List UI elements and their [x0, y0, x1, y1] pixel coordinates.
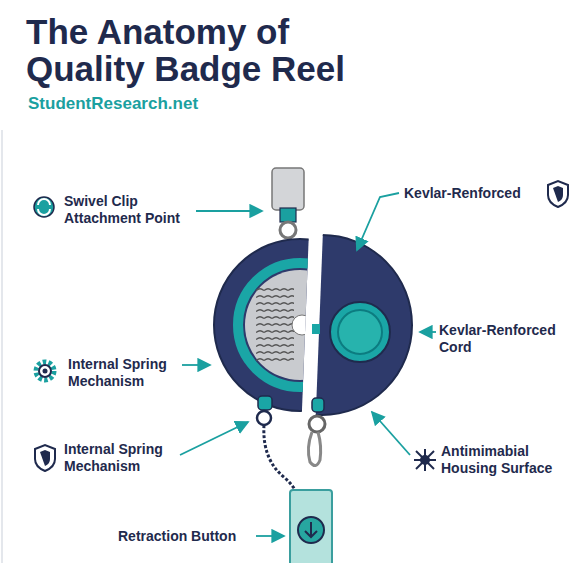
part-label: Internal Spring Mechanism [64, 441, 176, 475]
part-label: Kevlar-Renforced Cord [439, 322, 573, 356]
antimicrobial-icon [414, 449, 436, 471]
swivel-clip [272, 168, 304, 210]
site-name: StudentResearch.net [28, 94, 198, 114]
part-label: Kevlar-Renforced [404, 185, 521, 202]
retraction-button [298, 517, 324, 543]
leader-line [180, 193, 436, 536]
part-label: Antimimabial Housing Surface [441, 443, 573, 477]
part-label: Internal Spring Mechanism [68, 356, 180, 390]
shield-icon [35, 445, 55, 471]
part-label: Retraction Button [118, 528, 236, 545]
part-label: Swivel Clip Attachment Point [64, 193, 192, 227]
page-title: The Anatomy of Quality Badge Reel [26, 14, 371, 88]
badge-holder [290, 490, 332, 563]
housing-right [232, 235, 412, 415]
page-border [1, 130, 3, 563]
shield-icon [548, 181, 568, 207]
gear-icon [36, 362, 54, 380]
swivel-icon [34, 197, 54, 217]
